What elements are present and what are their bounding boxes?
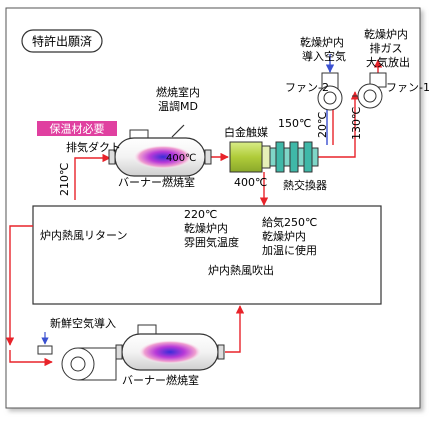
supply-line-2: 乾燥炉内 <box>262 229 306 243</box>
fan-1-label: ファン-1 <box>386 81 430 94</box>
fan-2 <box>317 72 343 111</box>
intake-label-lower: 導入空気 <box>302 49 346 63</box>
exhaust-temp: 130℃ <box>350 107 363 140</box>
catalyst-label: 白金触媒 <box>224 125 268 139</box>
burner-chamber-bottom <box>115 324 225 371</box>
patent-badge: 特許出願済 <box>21 29 103 53</box>
md-label-lower: 温調MD <box>158 99 198 113</box>
burner-temp: 400℃ <box>166 153 196 164</box>
fan-2-label: ファン-2 <box>285 81 329 94</box>
ambient-line-2: 乾燥炉内 <box>184 221 228 235</box>
drying-furnace <box>32 205 382 305</box>
return-temp: 210℃ <box>58 163 71 196</box>
damper-md <box>171 124 185 138</box>
ambient-line-1: 220℃ <box>184 208 217 221</box>
insulation-badge-text: 保温材必要 <box>50 122 105 136</box>
exhaust-duct-label: 排気ダクト <box>66 140 121 154</box>
exhaust-label-lower: 大気放出 <box>366 55 410 69</box>
return-to-blower-pipe <box>9 350 53 367</box>
insulation-badge <box>37 121 117 136</box>
blow-out-label: 炉内熱風吹出 <box>208 263 274 277</box>
intake-label-upper: 乾燥炉内 <box>300 35 344 49</box>
catalyst-temp: 400℃ <box>234 176 267 189</box>
burner-chamber-top <box>108 129 212 177</box>
md-label-upper: 燃焼室内 <box>156 85 200 99</box>
exhaust-label-upper: 乾燥炉内 <box>364 27 408 41</box>
supply-line-1: 給気250℃ <box>262 215 317 229</box>
blow-out-pipe <box>225 305 245 353</box>
fresh-air-blower <box>37 345 117 381</box>
fan-1 <box>352 72 387 109</box>
return-loop-pipe <box>5 225 33 346</box>
patent-badge-text: 特許出願済 <box>32 34 92 49</box>
platinum-catalyst <box>229 141 271 173</box>
hx-temp: 150℃ <box>278 117 311 130</box>
fresh-air-label: 新鮮空気導入 <box>50 316 116 330</box>
return-pipe <box>74 153 111 200</box>
exhaust-pipe <box>318 91 360 158</box>
return-air-label: 炉内熱風リターン <box>40 228 127 242</box>
exhaust-label-mid: 排ガス <box>370 41 403 55</box>
heat-exchanger-label: 熱交換器 <box>283 178 327 192</box>
heat-exchanger <box>269 141 319 173</box>
intake-temp: 20℃ <box>316 112 329 138</box>
burner-bottom-label: バーナー燃焼室 <box>122 373 199 387</box>
supply-line-3: 加温に使用 <box>262 244 317 257</box>
burner-top-label: バーナー燃焼室 <box>118 175 195 189</box>
ambient-line-3: 雰囲気温度 <box>184 235 239 249</box>
